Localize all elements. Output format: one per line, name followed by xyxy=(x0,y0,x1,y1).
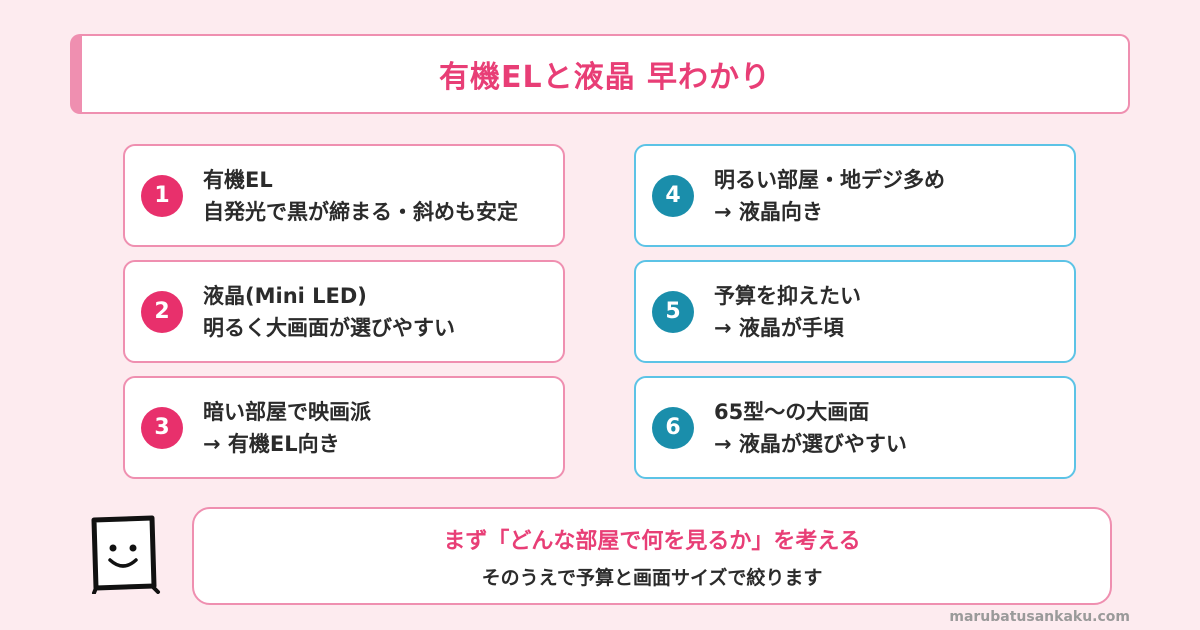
card-number-badge: 3 xyxy=(141,406,183,449)
card-4: 4 明るい部屋・地デジ多め → 液晶向き xyxy=(634,144,1076,247)
card-detail: → 液晶が手頃 xyxy=(714,315,844,340)
card-detail: → 液晶が選びやすい xyxy=(714,431,907,456)
site-credit: marubatusankaku.com xyxy=(949,609,1130,625)
card-number-badge: 6 xyxy=(652,406,694,449)
card-heading: 暗い部屋で映画派 xyxy=(203,399,371,424)
card-heading: 有機EL xyxy=(203,167,273,192)
card-number-badge: 5 xyxy=(652,290,694,333)
card-number-badge: 4 xyxy=(652,174,694,217)
card-5: 5 予算を抑えたい → 液晶が手頃 xyxy=(634,260,1076,363)
card-detail: 自発光で黒が締まる・斜めも安定 xyxy=(203,199,518,224)
card-detail: → 有機EL向き xyxy=(203,431,340,456)
card-heading: 65型〜の大画面 xyxy=(714,399,870,424)
card-number-badge: 2 xyxy=(141,290,183,333)
advice-main-text: まず「どんな部屋で何を見るか」を考える xyxy=(443,528,861,554)
card-detail: → 液晶向き xyxy=(714,199,823,224)
card-3: 3 暗い部屋で映画派 → 有機EL向き xyxy=(123,376,565,479)
card-heading: 液晶(Mini LED) xyxy=(203,283,367,308)
card-6: 6 65型〜の大画面 → 液晶が選びやすい xyxy=(634,376,1076,479)
page-title: 有機ELと液晶 早わかり xyxy=(438,60,772,95)
advice-box: まず「どんな部屋で何を見るか」を考える そのうえで予算と画面サイズで絞ります xyxy=(192,507,1112,605)
title-banner: 有機ELと液晶 早わかり xyxy=(70,34,1130,114)
card-1: 1 有機EL 自発光で黒が締まる・斜めも安定 xyxy=(123,144,565,247)
card-detail: 明るく大画面が選びやすい xyxy=(203,315,455,340)
advice-sub-text: そのうえで予算と画面サイズで絞ります xyxy=(481,566,823,589)
card-number-badge: 1 xyxy=(141,174,183,217)
smiley-square-face-icon xyxy=(88,514,162,598)
card-heading: 予算を抑えたい xyxy=(714,283,861,308)
card-2: 2 液晶(Mini LED) 明るく大画面が選びやすい xyxy=(123,260,565,363)
card-heading: 明るい部屋・地デジ多め xyxy=(714,167,945,192)
